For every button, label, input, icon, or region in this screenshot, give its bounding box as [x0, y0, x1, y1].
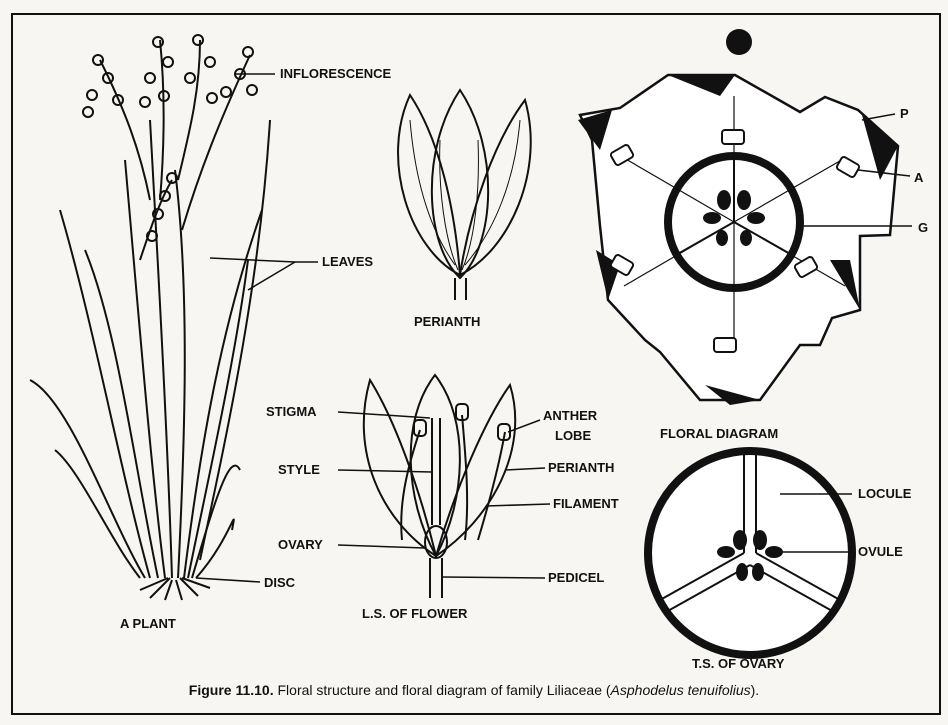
floral-diagram	[578, 29, 912, 405]
lobe-label: LOBE	[555, 428, 591, 443]
stigma-label: STIGMA	[266, 404, 317, 419]
filament-label: FILAMENT	[553, 496, 619, 511]
ovule-label: OVULE	[858, 544, 903, 559]
perianth-title: PERIANTH	[414, 314, 480, 329]
ovary-label: OVARY	[278, 537, 323, 552]
ls-flower-title: L.S. OF FLOWER	[362, 606, 468, 621]
leaves-label: LEAVES	[322, 254, 373, 269]
ts-ovary-illustration	[648, 451, 852, 655]
disc-label: DISC	[264, 575, 296, 590]
caption-figure-number: Figure 11.10.	[189, 682, 274, 698]
pedicel-label: PEDICEL	[548, 570, 604, 585]
p-label: P	[900, 106, 909, 121]
ls-flower-illustration	[364, 375, 515, 598]
caption-species: Asphodelus tenuifolius	[611, 682, 751, 698]
anther-label: ANTHER	[543, 408, 598, 423]
figure-caption: Figure 11.10. Floral structure and flora…	[0, 682, 948, 698]
perianth-illustration	[398, 90, 531, 300]
style-label: STYLE	[278, 462, 320, 477]
perianth-label: PERIANTH	[548, 460, 614, 475]
locule-label: LOCULE	[858, 486, 912, 501]
caption-text: Floral structure and floral diagram of f…	[274, 682, 611, 698]
plant-illustration	[30, 40, 270, 600]
floral-diagram-title: FLORAL DIAGRAM	[660, 426, 778, 441]
ts-ovary-title: T.S. OF OVARY	[692, 656, 785, 671]
a-label: A	[914, 170, 924, 185]
inflorescence-label: INFLORESCENCE	[280, 66, 392, 81]
a-plant-title: A PLANT	[120, 616, 176, 631]
inflorescence-buds	[83, 35, 257, 241]
caption-end: ).	[751, 682, 760, 698]
g-label: G	[918, 220, 928, 235]
mother-axis	[726, 29, 752, 55]
